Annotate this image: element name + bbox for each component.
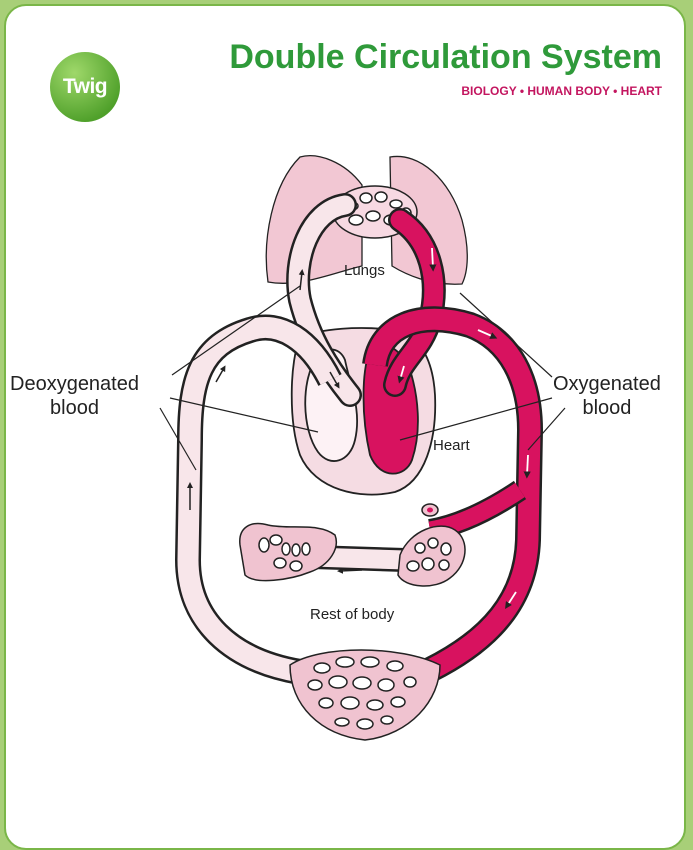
lungs-label: Lungs — [344, 262, 385, 279]
deoxygenated-label-line1: Deoxygenated — [10, 372, 139, 396]
oxygenated-label-line2: blood — [553, 396, 661, 420]
lower-body-capillary-bed — [290, 650, 440, 740]
heart-label: Heart — [433, 437, 470, 454]
body-tissue-left — [240, 524, 336, 581]
deoxygenated-label: Deoxygenated blood — [10, 372, 139, 420]
oxygenated-label-line1: Oxygenated — [553, 372, 661, 396]
oxygenated-label: Oxygenated blood — [553, 372, 661, 420]
rest-of-body-label: Rest of body — [310, 606, 394, 623]
deoxygenated-label-line2: blood — [10, 396, 139, 420]
